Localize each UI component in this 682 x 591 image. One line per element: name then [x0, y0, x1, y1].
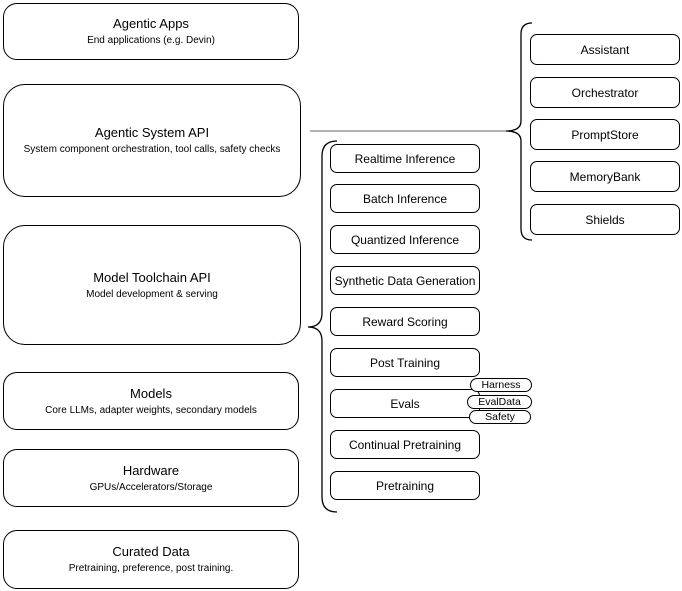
node-subtitle: Core LLMs, adapter weights, secondary mo…: [45, 404, 257, 416]
node-title: Hardware: [122, 462, 180, 478]
node-subtitle: Pretraining, preference, post training.: [68, 563, 234, 574]
toolchain-item-post-training: Post Training: [330, 348, 480, 377]
toolchain-item-batch-inference: Batch Inference: [330, 184, 480, 213]
eval-tag-harness: Harness: [470, 378, 532, 392]
system-item-shields: Shields: [530, 204, 680, 235]
models-box: Models Core LLMs, adapter weights, secon…: [3, 372, 299, 430]
model-toolchain-api-box: Model Toolchain API Model development & …: [3, 225, 301, 345]
node-title: Curated Data: [112, 544, 190, 559]
node-subtitle: End applications (e.g. Devin): [87, 35, 215, 46]
system-group-brace: [505, 22, 533, 241]
node-title: Model Toolchain API: [93, 269, 211, 285]
eval-tag-safety: Safety: [469, 410, 531, 424]
node-title: Agentic Apps: [113, 16, 189, 31]
node-subtitle: Model development & serving: [86, 288, 218, 300]
eval-tag-evaldata: EvalData: [467, 395, 532, 409]
hardware-box: Hardware GPUs/Accelerators/Storage: [3, 449, 299, 507]
toolchain-item-reward-scoring: Reward Scoring: [330, 307, 480, 336]
node-subtitle: GPUs/Accelerators/Storage: [89, 481, 213, 493]
node-title: Agentic System API: [94, 125, 210, 140]
system-item-promptstore: PromptStore: [530, 119, 680, 150]
toolchain-item-realtime-inference: Realtime Inference: [330, 144, 480, 173]
toolchain-item-synthetic-data-generation: Synthetic Data Generation: [330, 266, 480, 295]
system-item-assistant: Assistant: [530, 34, 680, 65]
toolchain-item-quantized-inference: Quantized Inference: [330, 225, 480, 254]
node-title: Models: [130, 385, 172, 401]
toolchain-item-evals: Evals: [330, 389, 480, 418]
toolchain-item-continual-pretraining: Continual Pretraining: [330, 430, 480, 459]
curated-data-box: Curated Data Pretraining, preference, po…: [3, 530, 299, 589]
agentic-apps-box: Agentic Apps End applications (e.g. Devi…: [3, 3, 299, 60]
node-subtitle: System component orchestration, tool cal…: [23, 144, 281, 155]
agentic-system-api-box: Agentic System API System component orch…: [3, 84, 301, 197]
system-item-memorybank: MemoryBank: [530, 161, 680, 192]
system-item-orchestrator: Orchestrator: [530, 77, 680, 108]
toolchain-item-pretraining: Pretraining: [330, 471, 480, 500]
